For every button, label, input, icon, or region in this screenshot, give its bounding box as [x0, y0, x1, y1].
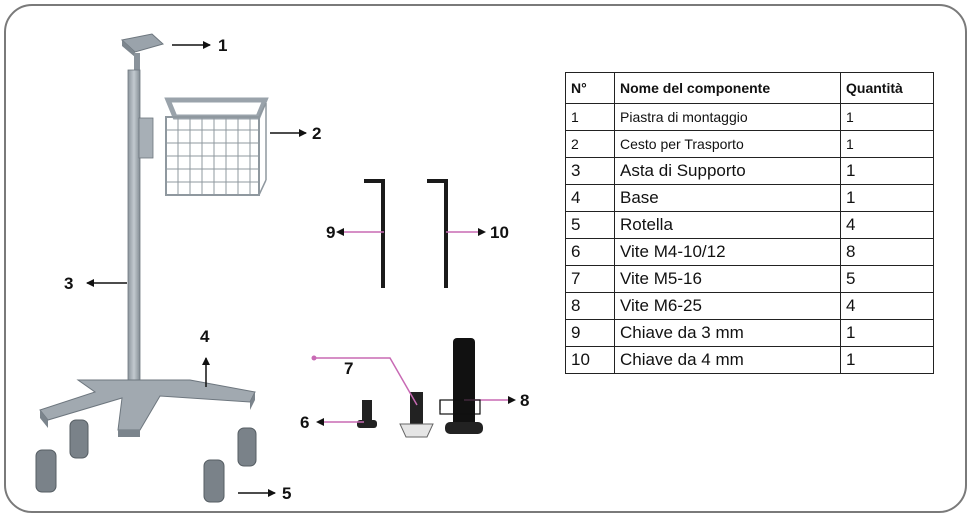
components-table: N° Nome del componente Quantità 1 Piastr… — [565, 72, 934, 374]
screw-m5 — [399, 392, 434, 438]
callout-3: 3 — [64, 274, 73, 293]
header-component-name: Nome del componente — [614, 72, 841, 104]
callout-6: 6 — [300, 413, 309, 432]
table-row: 5 Rotella 4 — [565, 211, 934, 239]
callout-8: 8 — [520, 391, 529, 410]
table-row: 4 Base 1 — [565, 184, 934, 212]
cell-name: Asta di Supporto — [614, 157, 841, 185]
cell-qty: 1 — [840, 103, 934, 131]
illustration-frame — [4, 4, 967, 513]
cell-name: Rotella — [614, 211, 841, 239]
table-row: 3 Asta di Supporto 1 — [565, 157, 934, 185]
table-row: 9 Chiave da 3 mm 1 — [565, 319, 934, 347]
callout-10: 10 — [490, 223, 509, 242]
screw-m6 — [445, 338, 483, 434]
cell-name: Cesto per Trasporto — [614, 130, 841, 158]
callout-5: 5 — [282, 484, 291, 503]
carry-basket — [164, 97, 269, 196]
callout-1: 1 — [218, 36, 227, 55]
header-number: N° — [565, 72, 615, 104]
header-quantity: Quantità — [840, 72, 934, 104]
cell-name: Vite M5-16 — [614, 265, 841, 293]
table-row: 7 Vite M5-16 5 — [565, 265, 934, 293]
table-row: 2 Cesto per Trasporto 1 — [565, 130, 934, 158]
cell-number: 3 — [565, 157, 615, 185]
cell-number: 9 — [565, 319, 615, 347]
callout-2: 2 — [312, 124, 321, 143]
stand-illustration — [35, 33, 269, 503]
hex-keys — [364, 179, 448, 288]
table-header-row: N° Nome del componente Quantità — [565, 72, 934, 104]
cell-qty: 8 — [840, 238, 934, 266]
callout-4: 4 — [200, 327, 210, 346]
leader-lines — [86, 41, 516, 497]
cell-name: Chiave da 3 mm — [614, 319, 841, 347]
cell-name: Vite M6-25 — [614, 292, 841, 320]
cell-number: 2 — [565, 130, 615, 158]
cell-name: Chiave da 4 mm — [614, 346, 841, 374]
cell-qty: 1 — [840, 346, 934, 374]
table-row: 8 Vite M6-25 4 — [565, 292, 934, 320]
cell-name: Base — [614, 184, 841, 212]
screws — [357, 338, 483, 438]
cell-qty: 5 — [840, 265, 934, 293]
table-row: 6 Vite M4-10/12 8 — [565, 238, 934, 266]
cell-number: 4 — [565, 184, 615, 212]
callout-9: 9 — [326, 223, 335, 242]
base — [39, 379, 256, 437]
cell-qty: 1 — [840, 184, 934, 212]
cell-number: 10 — [565, 346, 615, 374]
table-row: 1 Piastra di montaggio 1 — [565, 103, 934, 131]
cell-qty: 1 — [840, 157, 934, 185]
cell-qty: 4 — [840, 292, 934, 320]
table-row: 10 Chiave da 4 mm 1 — [565, 346, 934, 374]
support-pole — [127, 69, 154, 381]
cell-name: Vite M4-10/12 — [614, 238, 841, 266]
cell-number: 5 — [565, 211, 615, 239]
mounting-plate — [120, 33, 165, 71]
callout-7: 7 — [344, 359, 353, 378]
cell-qty: 1 — [840, 319, 934, 347]
screw-m4 — [357, 400, 377, 428]
cell-name: Piastra di montaggio — [614, 103, 841, 131]
cell-number: 7 — [565, 265, 615, 293]
cell-number: 6 — [565, 238, 615, 266]
callout-numbers: 1 2 3 4 5 6 7 8 9 10 — [64, 36, 529, 503]
cell-number: 1 — [565, 103, 615, 131]
cell-qty: 1 — [840, 130, 934, 158]
cell-qty: 4 — [840, 211, 934, 239]
caster-wheels — [35, 419, 257, 503]
cell-number: 8 — [565, 292, 615, 320]
